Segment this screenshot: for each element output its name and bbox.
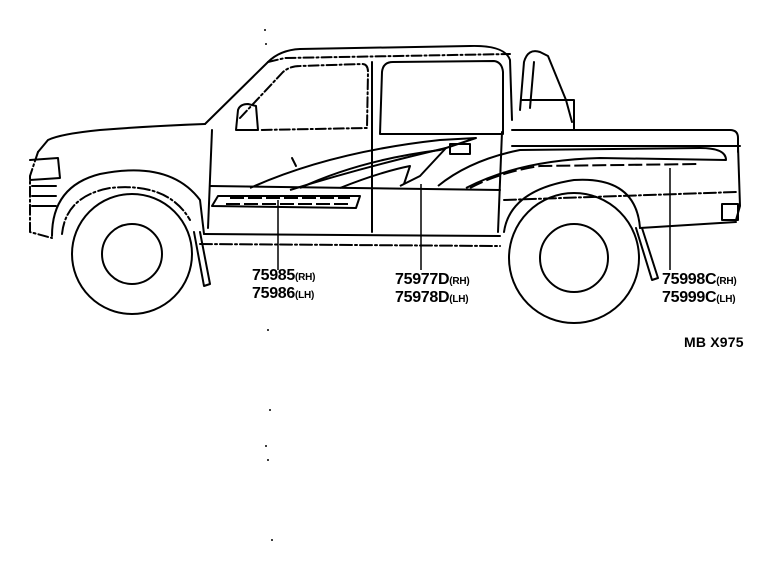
sill-lower: [199, 243, 501, 247]
roof-line: [267, 53, 511, 63]
side-lh: (LH): [449, 294, 469, 305]
front-door-handle: [291, 157, 297, 167]
front-fender: [51, 169, 205, 237]
stripe-sweep-1: [249, 137, 477, 189]
hood: [37, 123, 206, 153]
front-mudflap: [193, 231, 211, 287]
headlight: [29, 157, 61, 181]
bed-lower: [639, 221, 737, 229]
callout-front-door: 75985(RH) 75986(LH): [252, 267, 316, 302]
stripe-front-door: [211, 195, 361, 209]
stripe-bed-2: [469, 163, 701, 189]
callout-rear-door: 75977D(RH) 75978D(LH): [395, 272, 470, 306]
front-tire: [71, 193, 193, 315]
part-number-rh: 75985: [252, 267, 295, 284]
part-number-lh: 75986: [252, 285, 295, 302]
rear-fender: [503, 178, 641, 233]
front-window: [239, 63, 369, 131]
stripe-sweep-2: [289, 147, 447, 191]
part-number-rh: 75998C: [662, 271, 717, 288]
stripe-bed-1: [437, 147, 727, 189]
side-rh: (RH): [295, 272, 316, 283]
side-rh: (RH): [449, 276, 470, 287]
callout-bed: 75998C(RH) 75999C(LH): [662, 272, 737, 306]
side-rh: (RH): [716, 276, 737, 287]
rear-mudflap: [635, 227, 659, 281]
part-number-lh: 75999C: [662, 289, 717, 306]
sill: [203, 233, 501, 237]
side-lh: (LH): [295, 290, 315, 301]
diagram-code: MB X975: [684, 334, 744, 350]
side-mirror: [235, 103, 259, 131]
body-crease: [209, 185, 501, 191]
side-lh: (LH): [716, 294, 736, 305]
bed-lower2: [503, 191, 737, 201]
roll-bar-inner: [529, 61, 535, 109]
rear-tire: [508, 192, 640, 324]
stripe-sweep-3: [339, 165, 411, 189]
rear-hub: [539, 223, 609, 293]
tail-lamp: [721, 203, 739, 221]
rear-door-edge: [497, 131, 503, 233]
front-hub: [101, 223, 163, 285]
rear-window: [379, 60, 504, 135]
roll-bar-cross: [519, 99, 575, 131]
front-arch-inner: [61, 186, 191, 235]
stripe-front-door-fill: [226, 197, 350, 205]
grille: [31, 185, 57, 207]
part-number-rh: 75977D: [395, 271, 450, 288]
part-number-lh: 75978D: [395, 289, 450, 306]
front-fascia: [29, 151, 53, 239]
roll-bar: [519, 50, 573, 123]
bed-top: [511, 129, 739, 153]
front-door-edge: [207, 129, 213, 229]
